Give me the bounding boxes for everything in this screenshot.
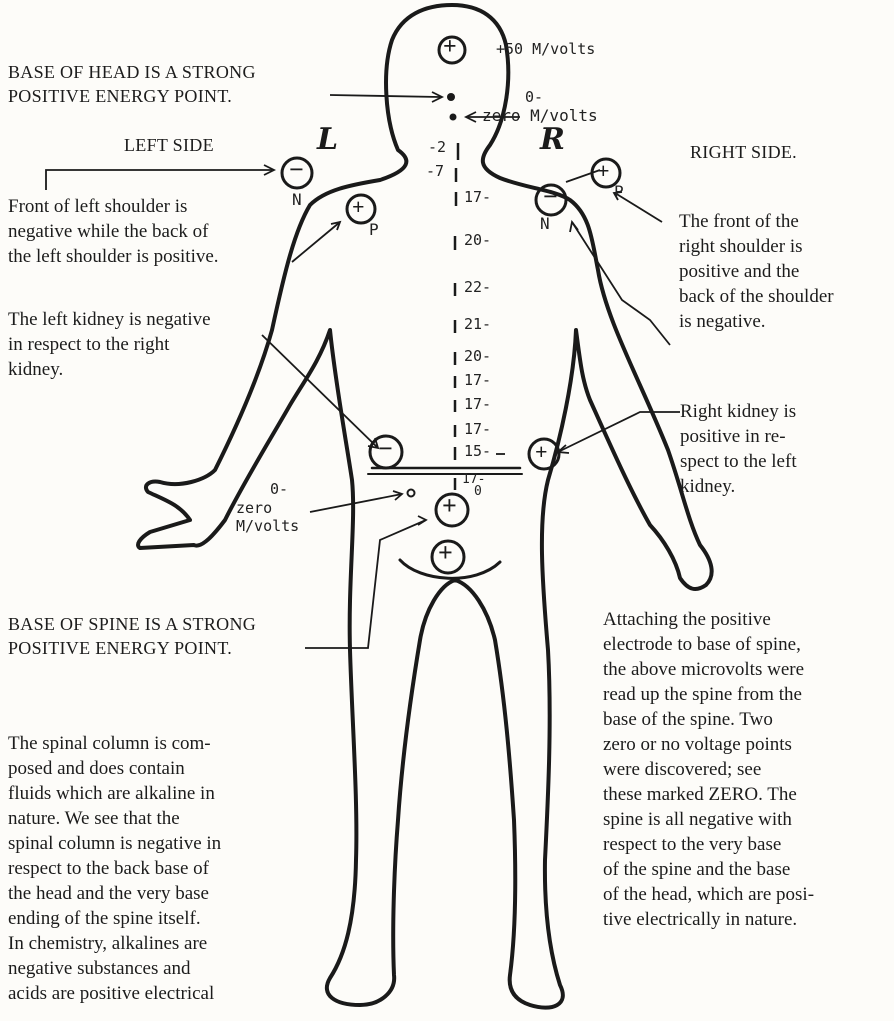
electrode-text-line: of the spine and the base xyxy=(603,858,790,882)
head-voltage: +50 M/volts xyxy=(496,40,595,58)
zero-top-line1: 0- xyxy=(525,88,543,106)
spine-reading: -2 xyxy=(428,138,446,156)
spinal-text-line: posed and does contain xyxy=(8,757,185,781)
electrode-text-line: of the head, which are posi- xyxy=(603,883,814,907)
spinal-text-line: acids are positive electrical xyxy=(8,982,214,1006)
spine-reading: 20- xyxy=(464,231,491,249)
left-n-mark: N xyxy=(292,190,302,209)
spine-reading: 17- xyxy=(464,371,491,389)
spine-reading: 17- xyxy=(464,188,491,206)
electrode-text-line: spine is all negative with xyxy=(603,808,792,832)
spine-reading: 17- xyxy=(464,420,491,438)
left-kidney-line2: in respect to the right xyxy=(8,333,169,357)
spinal-text-line: the head and the very base xyxy=(8,882,209,906)
right-kidney-line3: spect to the left xyxy=(680,450,797,474)
left-shoulder-line2: negative while the back of xyxy=(8,220,208,244)
spinal-text-line: In chemistry, alkalines are xyxy=(8,932,207,956)
electrode-text-line: Attaching the positive xyxy=(603,608,771,632)
spinal-text-line: ending of the spine itself. xyxy=(8,907,201,931)
right-shoulder-line1: The front of the xyxy=(679,210,799,234)
spine-reading: 21- xyxy=(464,315,491,333)
right-kidney-plus: + xyxy=(535,440,548,464)
left-kidney-minus: − xyxy=(378,437,393,461)
spinal-text-line: respect to the back base of xyxy=(8,857,209,881)
right-side-label: RIGHT SIDE. xyxy=(690,140,797,164)
right-letter: R xyxy=(540,122,565,157)
electrode-text-line: read up the spine from the xyxy=(603,683,802,707)
base-spine-line1: BASE OF SPINE IS A STRONG xyxy=(8,612,256,636)
spine-reading: 17- xyxy=(464,395,491,413)
right-n-mark: N xyxy=(540,214,550,233)
spinal-text-line: fluids which are alkaline in xyxy=(8,782,215,806)
left-shoulder-back-plus: + xyxy=(352,195,365,219)
spine-zero-mark: 0 xyxy=(474,484,482,499)
left-letter: L xyxy=(317,122,338,157)
right-shoulder-line5: is negative. xyxy=(679,310,766,334)
spine-reading: 22- xyxy=(464,278,491,296)
spine-reading: 15- xyxy=(464,442,491,460)
electrode-text-line: base of the spine. Two xyxy=(603,708,773,732)
right-kidney-line2: positive in re- xyxy=(680,425,786,449)
right-shoulder-front-minus: − xyxy=(543,185,558,209)
spine-base-plus: + xyxy=(438,541,453,565)
right-kidney-line1: Right kidney is xyxy=(680,400,796,424)
spinal-text-line: negative substances and xyxy=(8,957,191,981)
zero-bottom-line2: zero xyxy=(236,499,272,517)
left-kidney-line1: The left kidney is negative xyxy=(8,308,211,332)
head-plus-symbol: + xyxy=(443,35,457,59)
left-shoulder-line3: the left shoulder is positive. xyxy=(8,245,219,269)
electrode-text-line: were discovered; see xyxy=(603,758,761,782)
left-kidney-line3: kidney. xyxy=(8,358,63,382)
spine-reading: -7 xyxy=(426,162,444,180)
left-side-label: LEFT SIDE xyxy=(124,133,214,157)
left-p-mark: P xyxy=(369,220,379,239)
spinal-text-line: nature. We see that the xyxy=(8,807,180,831)
right-p-mark: P xyxy=(614,182,624,201)
electrode-text-line: the above microvolts were xyxy=(603,658,804,682)
spinal-text-line: spinal column is negative in xyxy=(8,832,221,856)
left-shoulder-line1: Front of left shoulder is xyxy=(8,195,187,219)
right-shoulder-line2: right shoulder is xyxy=(679,235,803,259)
spine-reading: 20- xyxy=(464,347,491,365)
base-spine-line2: POSITIVE ENERGY POINT. xyxy=(8,636,232,660)
electrode-text-line: respect to the very base xyxy=(603,833,781,857)
left-shoulder-front-minus: − xyxy=(289,158,304,182)
lower-spine-plus: + xyxy=(442,494,457,518)
right-kidney-line4: kidney. xyxy=(680,475,735,499)
zero-bottom-line3: M/volts xyxy=(236,517,299,535)
electrode-text-line: these marked ZERO. The xyxy=(603,783,797,807)
electrode-text-line: zero or no voltage points xyxy=(603,733,792,757)
base-head-line1: BASE OF HEAD IS A STRONG xyxy=(8,60,256,84)
electrode-text-line: tive electrically in nature. xyxy=(603,908,797,932)
right-shoulder-line3: positive and the xyxy=(679,260,799,284)
spinal-text-line: The spinal column is com- xyxy=(8,732,211,756)
right-shoulder-back-plus: + xyxy=(597,159,610,183)
base-head-line2: POSITIVE ENERGY POINT. xyxy=(8,84,232,108)
zero-bottom-line1: 0- xyxy=(270,480,288,498)
electrode-text-line: electrode to base of spine, xyxy=(603,633,801,657)
right-shoulder-line4: back of the shoulder xyxy=(679,285,834,309)
